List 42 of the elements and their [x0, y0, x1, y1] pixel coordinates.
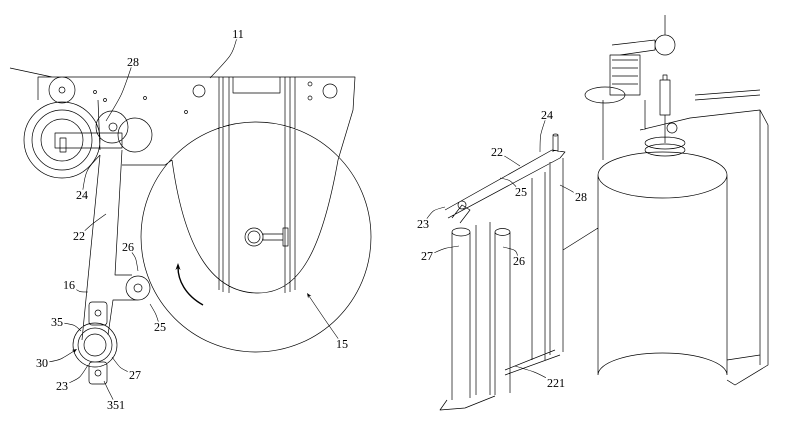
leader-line	[69, 364, 88, 384]
leader-line	[64, 322, 82, 332]
callout-number: 30	[36, 358, 48, 368]
leader-line	[560, 184, 574, 193]
callout-number: 27	[130, 371, 141, 379]
leader-line	[132, 252, 138, 272]
leader-line	[307, 293, 338, 339]
leader-line	[426, 206, 446, 219]
callout-number: 221	[548, 379, 564, 387]
callout-number: 35	[52, 318, 63, 326]
callout-number: 28	[128, 58, 139, 66]
leader-line	[84, 214, 106, 231]
leader-line	[514, 366, 546, 378]
leader-line	[502, 246, 518, 256]
callout-number: 22	[74, 232, 84, 240]
leader-line	[76, 289, 88, 292]
callout-number: 15	[337, 340, 348, 348]
callout-number: 24	[542, 111, 553, 119]
leader-line	[150, 304, 159, 322]
callout-number: 351	[108, 400, 124, 410]
leader-line	[104, 380, 114, 400]
callout-number: 16	[64, 280, 75, 290]
callout-number: 26	[122, 242, 134, 252]
callout-number: 25	[516, 188, 527, 196]
leader-line	[49, 349, 77, 362]
callout-number: 28	[576, 192, 587, 202]
leader-line	[106, 67, 132, 122]
callout-number: 11	[233, 30, 244, 38]
callout-number: 27	[422, 252, 433, 260]
leader-line	[82, 154, 100, 190]
leader-line	[540, 120, 546, 152]
callout-number: 23	[56, 382, 68, 390]
callout-number: 26	[514, 256, 525, 266]
callout-number: 24	[76, 191, 88, 199]
leader-line	[210, 39, 237, 78]
leader-line	[112, 356, 128, 372]
callout-number: 22	[492, 148, 502, 156]
leader-line	[434, 246, 460, 254]
leader-line	[504, 156, 520, 166]
callout-number: 25	[154, 322, 166, 332]
leader-line	[500, 178, 516, 187]
callout-number: 23	[418, 220, 429, 228]
